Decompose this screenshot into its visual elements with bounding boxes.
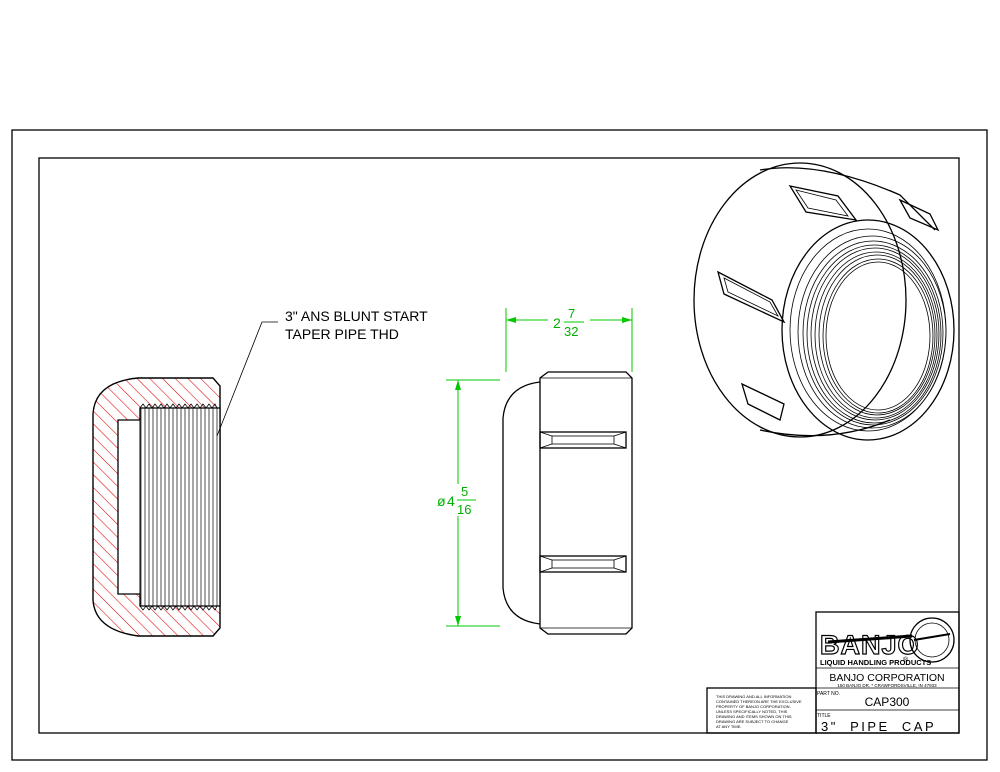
dia-whole: 4 [447,493,455,509]
dia-denominator: 16 [457,502,471,517]
notice-line: DRAWING ARE SUBJECT TO CHANGE [716,719,789,724]
logo-text: BANJO [820,630,920,660]
notice-line: DRAWING AND ITEMS SHOWN ON THIS [716,714,792,719]
cap-body [539,371,633,635]
outer-border [11,129,988,761]
side-view [502,371,633,635]
svg-text:®: ® [903,656,909,664]
diameter-dimension: ø 4 5 16 [437,379,500,627]
cap-dome [502,381,541,625]
callout-line-1: 3" ANS BLUNT START [285,308,428,324]
dia-symbol: ø [437,493,446,509]
isometric-view [693,162,955,441]
notice-line: THIS DRAWING AND ALL INFORMATION [716,694,792,699]
grip-slot-bottom [539,555,627,573]
length-denominator: 32 [564,324,578,339]
section-view [92,377,221,637]
part-no-label: PART NO. [817,691,840,697]
thread-band [139,407,221,607]
notice-line: AT ANY TIME. [716,724,742,729]
callout-leader [216,321,278,437]
part-number: CAP300 [865,695,910,709]
company-address: 150 BANJO DR. * CRAWFORDSVILLE, IN 47933 [837,683,937,688]
logo-circle [909,617,955,663]
notice-box [706,687,817,734]
grip-slot-top [539,431,627,449]
notice-text: THIS DRAWING AND ALL INFORMATION CONTAIN… [716,694,802,729]
iso-thread-rings [797,235,947,429]
dia-numerator: 5 [461,484,468,499]
drawing-title: 3" PIPE CAP [821,719,936,734]
banjo-logo: BANJO LIQUID HANDLING PRODUCTS ® [819,617,955,667]
iso-grip-slots [716,185,940,421]
notice-line: CONTAINED THEREON ARE THE EXCLUSIVE [716,699,802,704]
length-numerator: 7 [568,306,575,321]
logo-subtitle: LIQUID HANDLING PRODUCTS [820,658,931,667]
title-label: TITLE [817,713,831,719]
thread-callout: 3" ANS BLUNT START TAPER PIPE THD [216,308,428,437]
length-whole: 2 [553,315,561,331]
company-name: BANJO CORPORATION [829,672,944,684]
inner-border [38,157,960,734]
length-dimension: 2 7 32 [505,306,633,372]
notice-line: UNLESS SPECIFICALLY NOTED, THIS [716,709,788,714]
callout-line-2: TAPER PIPE THD [285,326,399,342]
notice-line: PROPERTY OF BANJO CORPORATION. [716,704,791,709]
title-block: BANJO LIQUID HANDLING PRODUCTS ® BANJO C… [706,611,960,734]
